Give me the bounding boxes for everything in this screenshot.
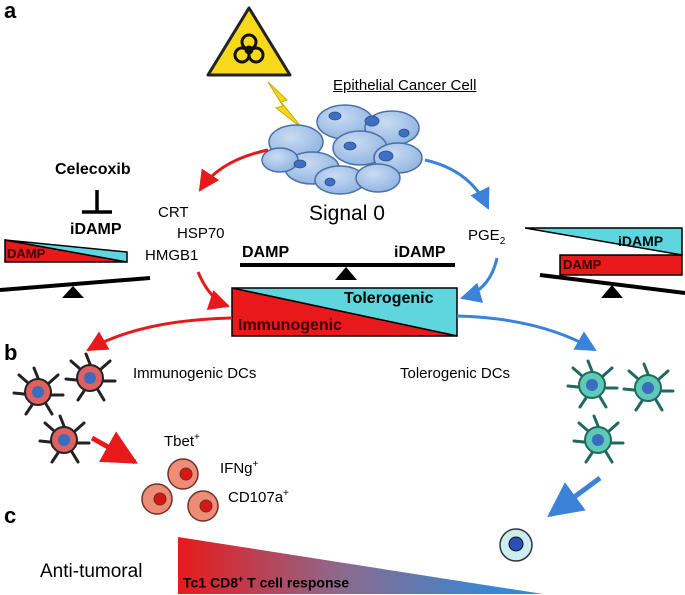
marker-ifng-sup: +	[252, 459, 259, 470]
panel-label-a: a	[4, 0, 17, 23]
marker-ifng-base: IFNg	[220, 460, 253, 477]
effector-t-cells	[141, 458, 219, 522]
blue-arrow-to-tolerogenic-dcs	[456, 314, 597, 352]
tolerogenic-dc-cells	[566, 359, 675, 464]
cancer-cell-label: Epithelial Cancer Cell	[333, 77, 477, 94]
blue-t-cell	[499, 528, 533, 562]
cancer-cell-cluster	[261, 104, 423, 195]
right-scale	[524, 227, 685, 298]
biohazard-icon	[206, 6, 292, 77]
cancer-cell-nuclei	[293, 111, 410, 187]
inhibition-symbol	[82, 190, 112, 214]
right-scale-damp-label: DAMP	[563, 257, 602, 272]
left-scale	[0, 239, 151, 298]
signal-0-label: Signal 0	[309, 202, 385, 225]
immunogenic-tolerogenic-balance	[231, 287, 458, 337]
pge2-label: PGE2	[468, 227, 505, 247]
marker-cd107a: CD107a+	[228, 488, 289, 506]
t-cell-response-label: Tc1 CD8+ T cell response	[183, 574, 349, 591]
damp-signal-hmgb1: HMGB1	[145, 247, 199, 264]
red-arrow-to-balance	[196, 271, 230, 310]
right-scale-idamp-label: iDAMP	[618, 233, 664, 249]
marker-tbet: Tbet+	[164, 432, 200, 450]
pge2-subscript: 2	[499, 236, 506, 247]
panel-label-c: c	[4, 503, 17, 528]
center-scale-idamp-label: iDAMP	[394, 244, 446, 261]
blue-arrow-to-t-cell	[547, 475, 602, 518]
red-arrow-to-t-cells	[90, 431, 139, 465]
marker-cd107a-sup: +	[283, 488, 289, 499]
response-pre: Tc1 CD8	[183, 574, 238, 591]
marker-ifng: IFNg+	[220, 459, 258, 477]
drug-target-label: iDAMP	[70, 221, 122, 238]
blue-arrow-to-pge2	[424, 158, 490, 210]
response-gradient-triangle	[178, 537, 543, 594]
drug-label: Celecoxib	[55, 161, 131, 178]
panel-label-b: b	[4, 340, 18, 365]
pge2-base: PGE	[468, 227, 500, 244]
marker-cd107a-base: CD107a	[228, 489, 284, 506]
immunogenic-dc-cells	[12, 352, 117, 464]
blue-arrow-to-balance	[459, 257, 499, 303]
tolerogenic-label: Tolerogenic	[344, 290, 434, 307]
tolerogenic-dcs-label: Tolerogenic DCs	[400, 365, 511, 382]
lightning-bolt-icon	[267, 81, 303, 129]
center-scale-damp-label: DAMP	[242, 244, 290, 261]
response-sup: +	[237, 574, 244, 584]
damp-signal-hsp70: HSP70	[177, 225, 225, 242]
red-arrow-to-immunogenic-dcs	[86, 316, 233, 352]
response-post: T cell response	[243, 574, 350, 591]
immunogenic-label: Immunogenic	[238, 317, 343, 334]
marker-tbet-base: Tbet	[164, 433, 195, 450]
damp-signal-crt: CRT	[158, 204, 189, 221]
left-scale-damp-label: DAMP	[7, 246, 46, 261]
immunogenic-dcs-label: Immunogenic DCs	[133, 365, 257, 382]
marker-tbet-sup: +	[194, 432, 200, 443]
center-scale-fulcrum	[335, 267, 357, 280]
anti-tumoral-label: Anti-tumoral	[40, 561, 143, 582]
red-arrow-to-damps	[198, 148, 269, 192]
